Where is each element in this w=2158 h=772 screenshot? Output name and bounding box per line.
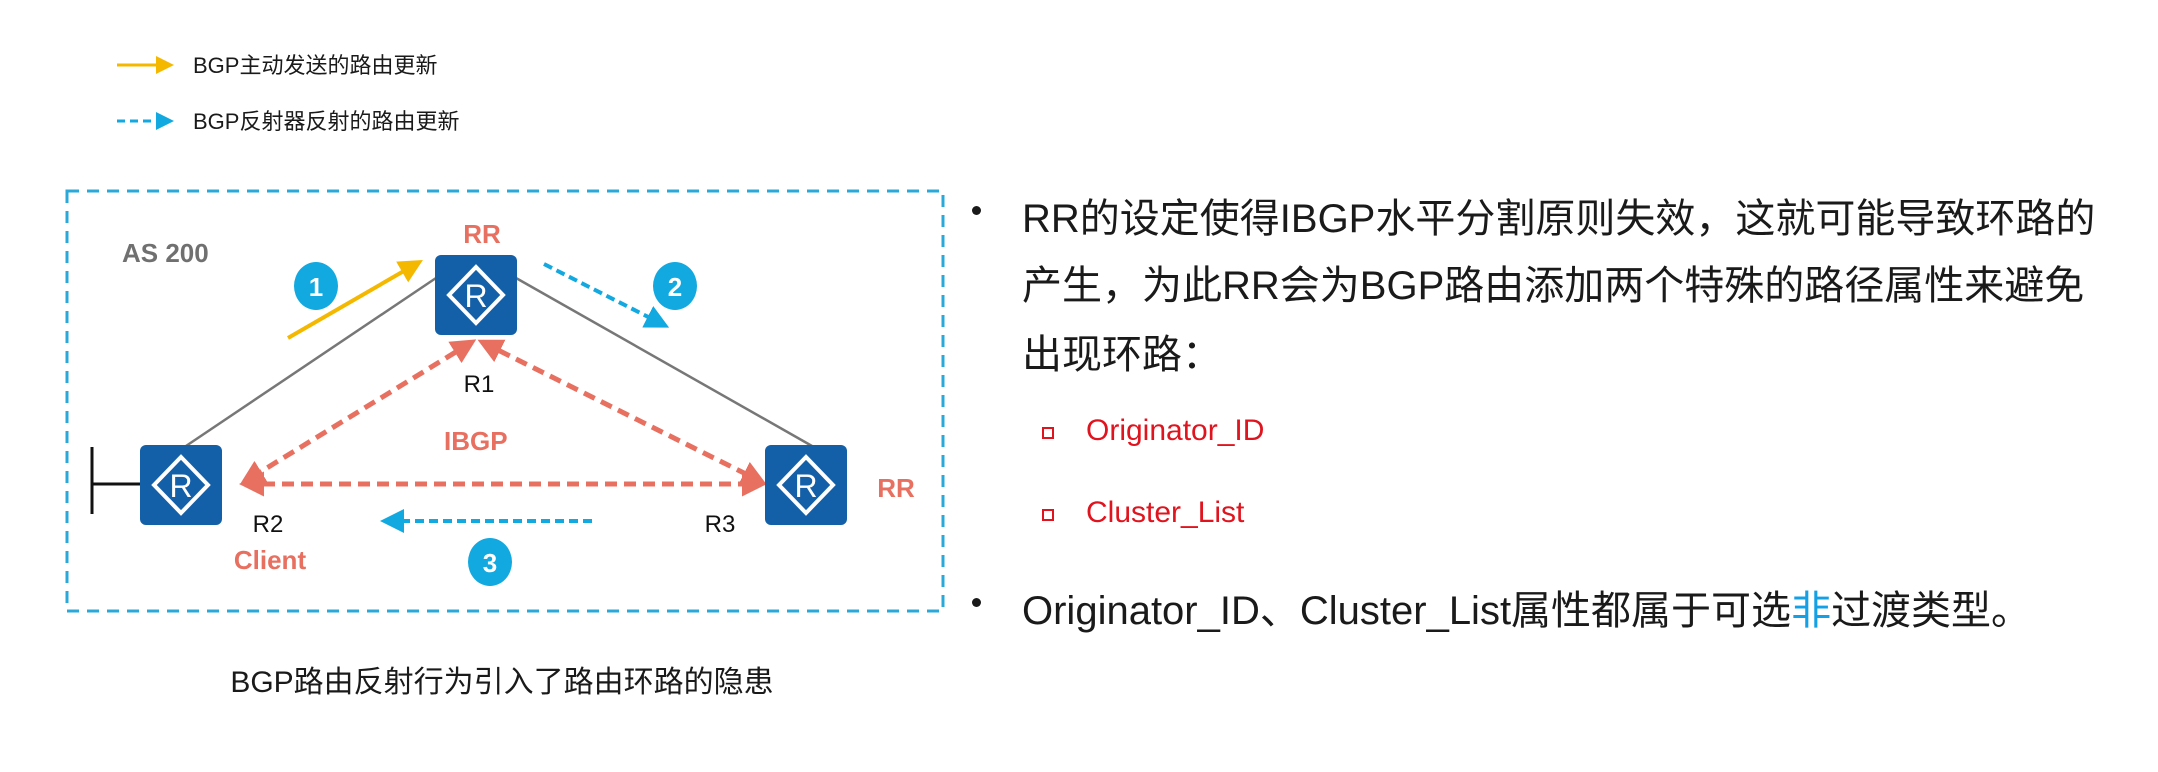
- update-arrow-1: [286, 259, 423, 340]
- legend-solid-label: BGP主动发送的路由更新: [193, 53, 437, 78]
- r2-name-label: R2: [253, 511, 284, 538]
- router-r3-icon: R: [763, 443, 849, 527]
- bullet-1-line-2: 产生，为此RR会为BGP路由添加两个特殊的路径属性来避免: [1022, 264, 2085, 308]
- ibgp-label: IBGP: [444, 426, 508, 456]
- r3-role-label: RR: [877, 473, 915, 503]
- r1-role-label: RR: [463, 219, 501, 249]
- diagram-caption: BGP路由反射行为引入了路由环路的隐患: [230, 666, 773, 699]
- sub-item-2-marker: [1042, 509, 1054, 521]
- reflect-arrow-2: [543, 262, 670, 328]
- r1-name-label: R1: [464, 371, 495, 398]
- svg-text:R: R: [794, 468, 817, 504]
- bullet-2-highlight: 非: [1791, 589, 1832, 633]
- sub-item-cluster-list: Cluster_List: [1086, 496, 1245, 529]
- as-boundary: [65, 189, 945, 613]
- step-1-badge: 1: [294, 262, 338, 310]
- ibgp-r1-r3: [477, 339, 767, 485]
- sub-item-originator-id: Originator_ID: [1086, 414, 1265, 447]
- svg-text:R: R: [169, 468, 192, 504]
- bullet-1-line-1: RR的设定使得IBGP水平分割原则失效，这就可能导致环路的: [1022, 197, 2096, 241]
- as-label: AS 200: [122, 238, 209, 268]
- r2-role-label: Client: [234, 545, 307, 575]
- ibgp-r1-r2: [239, 339, 477, 485]
- svg-text:R: R: [464, 278, 487, 314]
- sub-item-1-marker: [1042, 427, 1054, 439]
- bullet-1-line-3: 出现环路：: [1022, 333, 1222, 377]
- router-r2-icon: R: [138, 443, 224, 527]
- bullet-2-marker: [972, 598, 981, 607]
- r3-name-label: R3: [705, 511, 736, 538]
- svg-text:2: 2: [668, 272, 682, 302]
- bullet-1-marker: [972, 206, 981, 215]
- bullet-2-text: Originator_ID、Cluster_List属性都属于可选非过渡类型。: [1022, 578, 2031, 636]
- step-2-badge: 2: [653, 262, 697, 310]
- bullet-2-post: 过渡类型。: [1831, 589, 2032, 633]
- svg-text:3: 3: [483, 548, 497, 578]
- router-r1-icon: R: [433, 253, 519, 337]
- svg-text:1: 1: [309, 272, 323, 302]
- step-3-badge: 3: [468, 538, 512, 586]
- legend-dashed-label: BGP反射器反射的路由更新: [193, 109, 459, 134]
- bullet-2-pre: Originator_ID、Cluster_List属性都属于可选: [1022, 589, 1792, 633]
